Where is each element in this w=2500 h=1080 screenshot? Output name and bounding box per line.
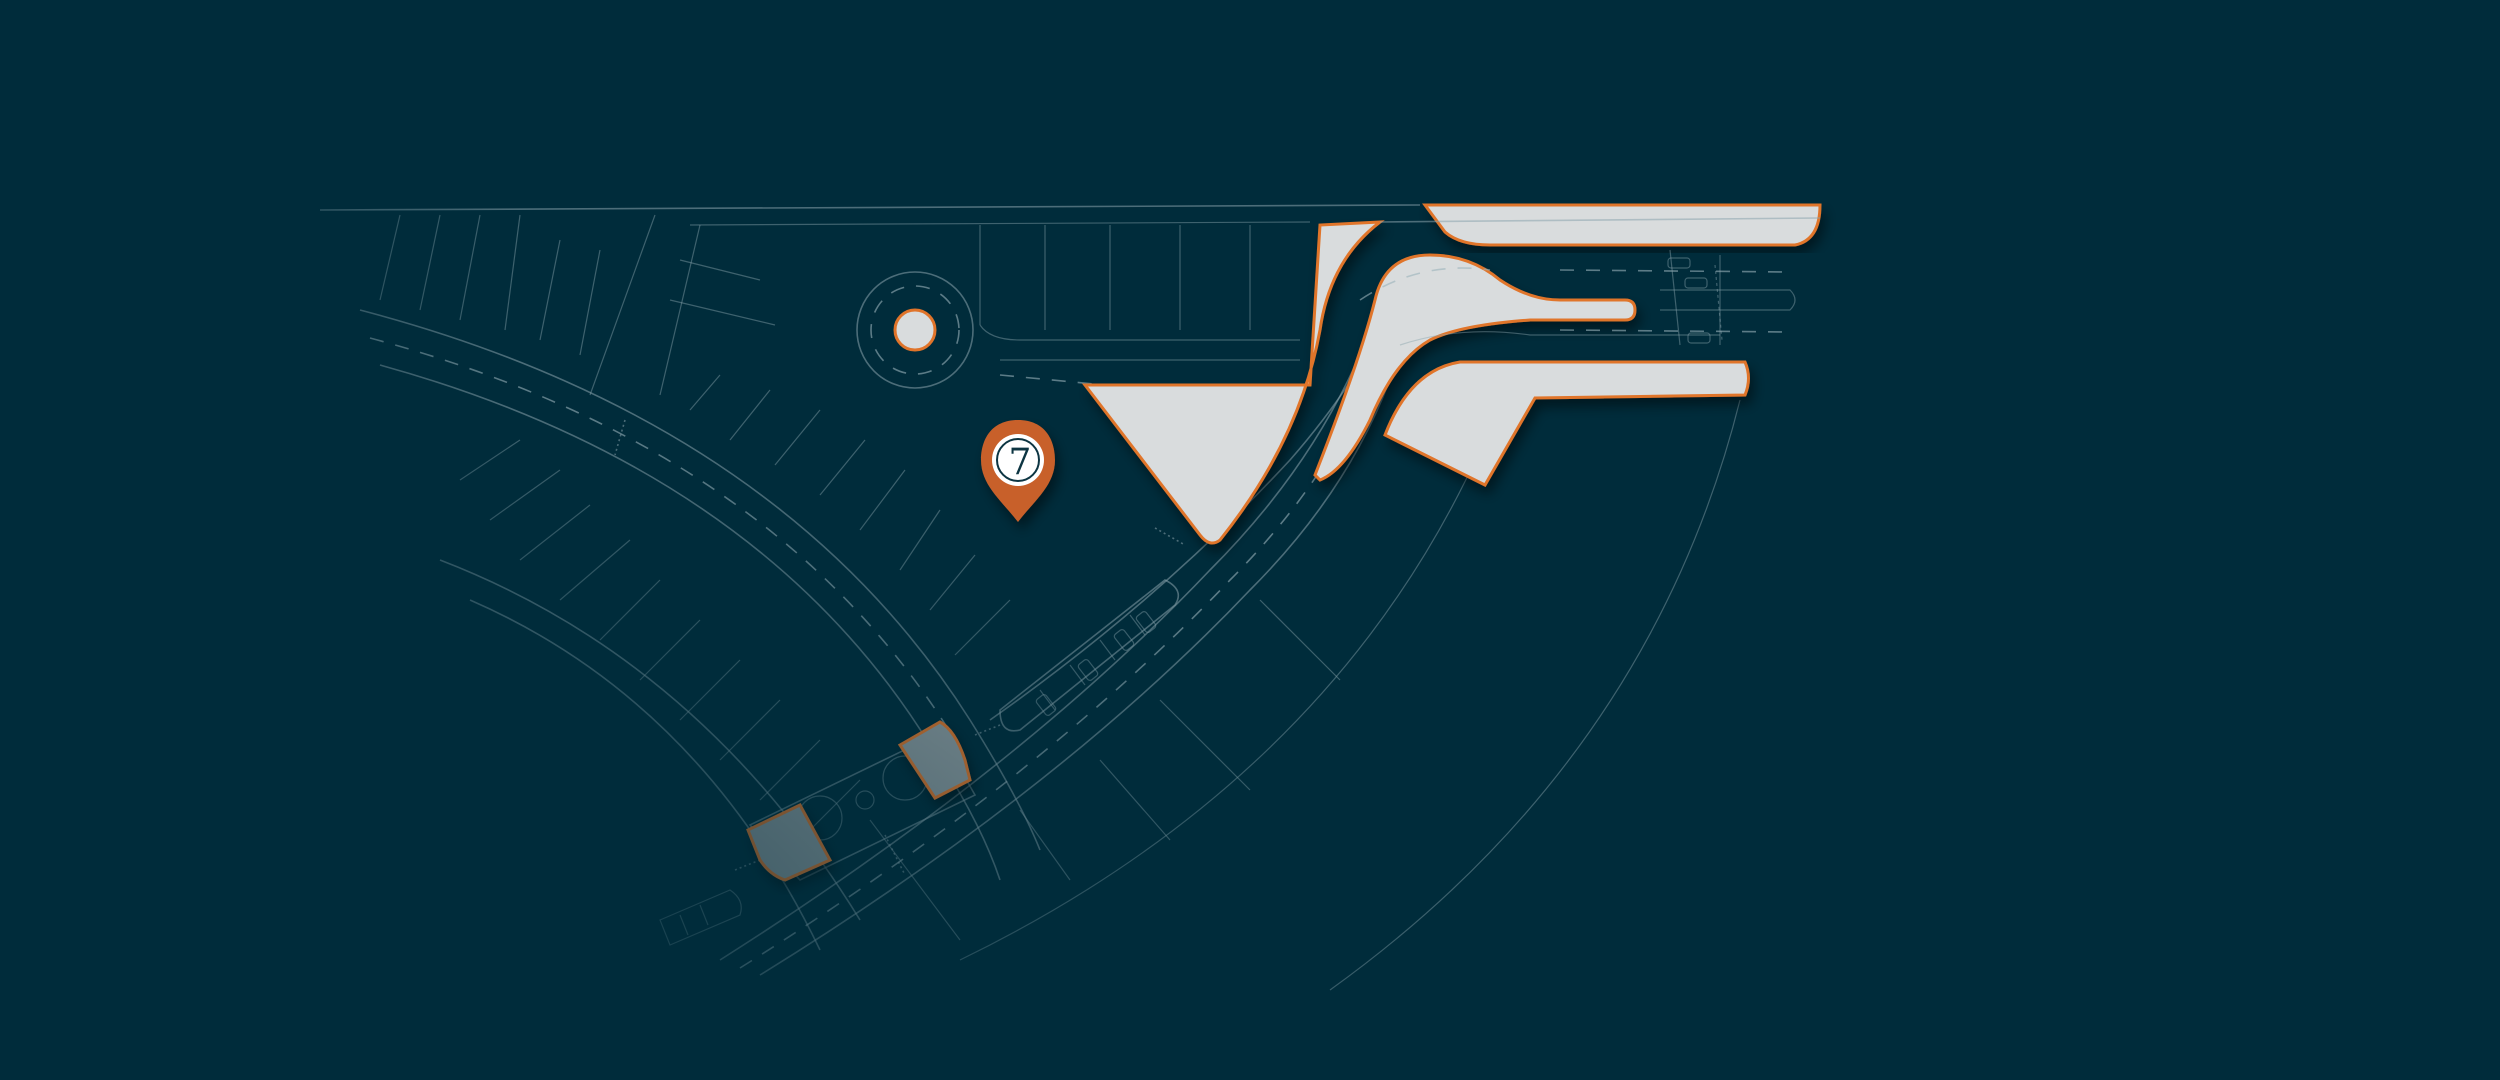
marker-logo: 7 xyxy=(1009,442,1032,483)
location-pin-icon[interactable]: 7 xyxy=(981,420,1055,522)
